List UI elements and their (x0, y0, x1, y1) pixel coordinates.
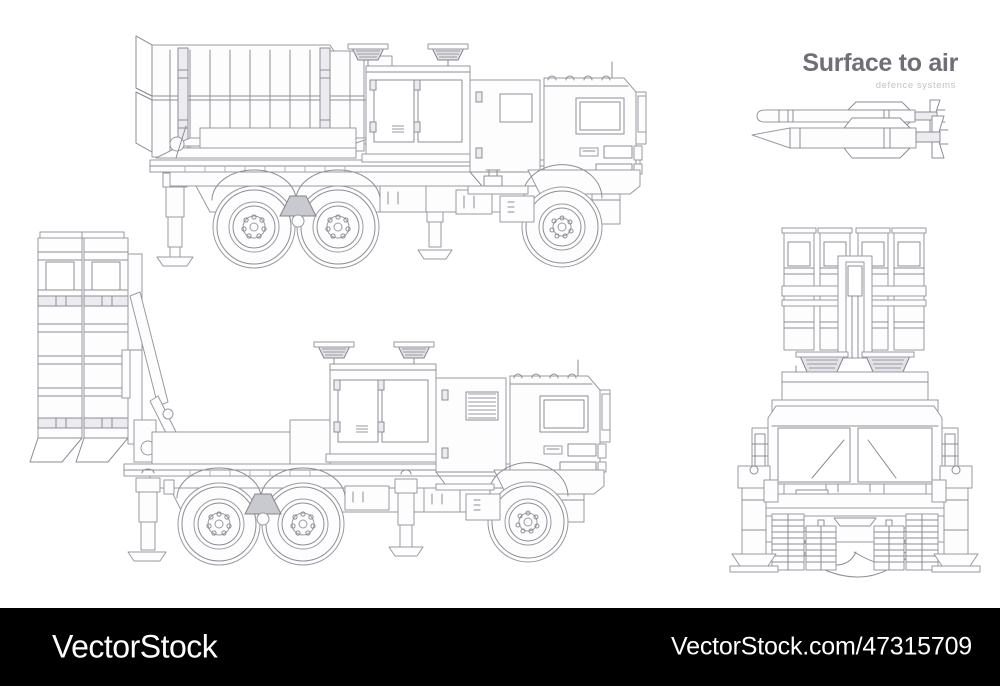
page-title: Surface to air (802, 49, 958, 77)
front-tire-outer-right (905, 513, 939, 571)
front-tire-inner-left (805, 525, 837, 571)
launcher-rack-elevated (30, 232, 142, 462)
front-cab-body (752, 406, 958, 493)
front-stabilizer-right (932, 466, 980, 572)
front-roof-vent-right (862, 352, 914, 374)
cab-window-2 (540, 396, 588, 432)
chassis-rivets-2 (189, 470, 311, 476)
long-missile-upper-fin (844, 118, 910, 128)
watermark-bar: VectorStock VectorStock.com/47315709 (0, 608, 1000, 686)
stabilizer-leg-front-2 (128, 469, 174, 561)
side-view-stowed (136, 36, 646, 268)
launcher-cradle (156, 126, 370, 158)
wiper-left (812, 440, 844, 478)
stabilizer-leg-rear-2 (389, 470, 423, 556)
side-stowage-boxes (380, 186, 534, 222)
mirror-left (752, 428, 768, 472)
roof-vent-right (428, 44, 468, 66)
cabin-vent-grille (392, 125, 404, 133)
generator-cabin-2 (436, 378, 506, 488)
long-missile-lower-fin (844, 148, 910, 158)
pivot-hinge (170, 137, 184, 151)
wheel-rear-2-b (262, 483, 344, 565)
front-roof-vent-left (796, 352, 848, 374)
vector-artwork (0, 0, 1000, 608)
missile-profiles (752, 100, 948, 158)
equipment-cabin-2 (326, 364, 444, 462)
step-bracket (484, 176, 502, 186)
front-launcher-tubes (782, 228, 926, 358)
long-missile-nozzle (916, 132, 940, 142)
long-missile-tailfin-top (932, 116, 944, 132)
front-tire-inner-right (873, 525, 905, 571)
chassis-rivets (184, 166, 346, 172)
roof-vent-right-2 (394, 342, 434, 364)
windshield-left (778, 428, 850, 482)
long-missile-tailfin-bottom (932, 142, 944, 158)
wiper-right (868, 440, 896, 478)
short-missile-tailfin-top (930, 100, 940, 112)
wheel-front (522, 187, 602, 267)
driver-cab-2 (510, 360, 610, 485)
wheel-front-b (488, 482, 568, 562)
watermark-url: VectorStock.com/47315709 (671, 632, 972, 661)
side-view-elevated (30, 232, 610, 565)
artboard: Surface to air defence systems (0, 0, 1000, 608)
cabin-door-left (374, 80, 414, 142)
front-view (730, 228, 980, 577)
page-subtitle: defence systems (875, 80, 956, 92)
front-tire-outer-left (771, 513, 805, 571)
windshield-right (858, 428, 932, 482)
axle-bridge (280, 196, 316, 216)
cabin-door-right (418, 80, 462, 142)
mirror-right (942, 428, 958, 472)
roof-vent-left-2 (314, 342, 354, 364)
title-block: Surface to air defence systems (698, 49, 958, 92)
long-missile-body (752, 128, 916, 148)
watermark-brand: VectorStock (52, 628, 218, 665)
long-missile (752, 116, 948, 158)
side-stowage-boxes-2 (345, 484, 500, 520)
roof-vent-left (348, 44, 388, 66)
equipment-cabin (362, 66, 476, 162)
wheel-rear-2 (297, 186, 379, 268)
door-handle (580, 148, 598, 156)
generator-cabin (470, 80, 540, 186)
wheel-rear-1 (213, 186, 295, 268)
cab-window (576, 98, 624, 134)
wheel-rear-1-b (178, 483, 260, 565)
front-stabilizer-left (730, 466, 778, 572)
short-missile-upper-fin (848, 102, 910, 110)
driver-cab (544, 62, 646, 187)
